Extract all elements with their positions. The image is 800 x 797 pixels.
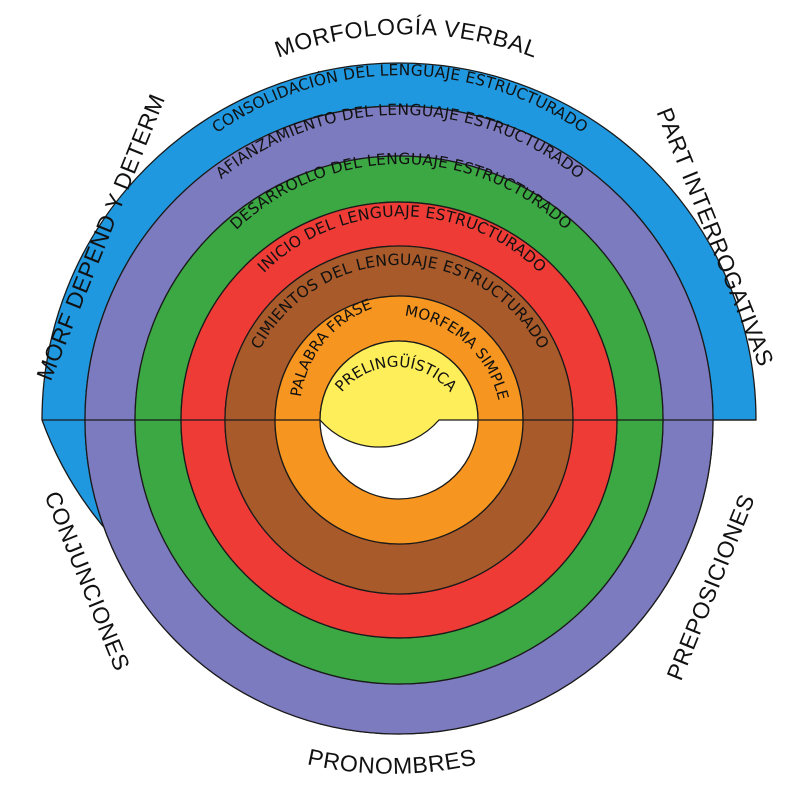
outer-label-pronombres: PRONOMBRES (306, 744, 479, 779)
disc-prelinguistica (319, 340, 479, 448)
outer-label-morfologia-verbal: MORFOLOGÍA VERBAL (271, 13, 542, 62)
